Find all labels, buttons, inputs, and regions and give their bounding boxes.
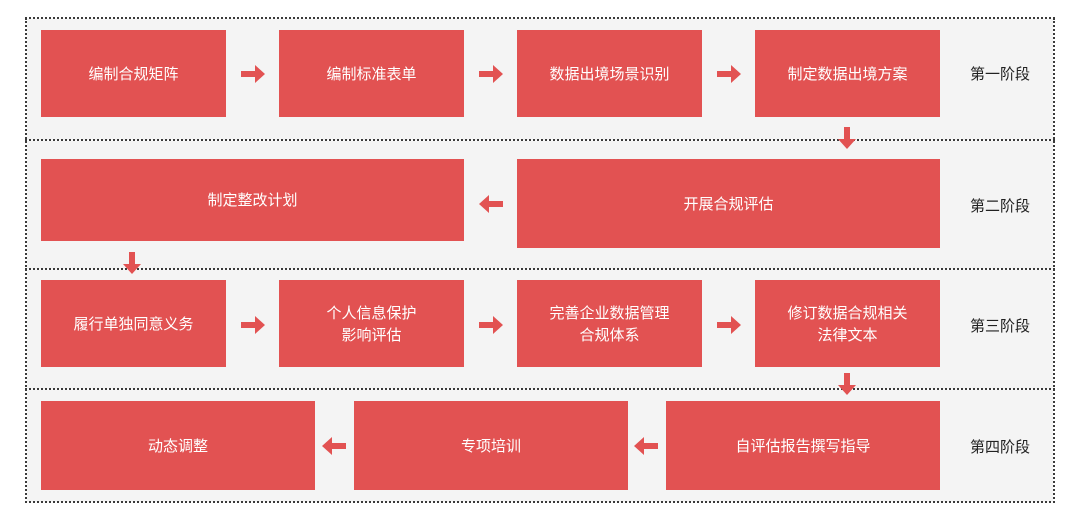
- divider-3: [25, 388, 1055, 390]
- arrow-right-icon: [717, 316, 741, 334]
- arrow-left-icon: [322, 437, 346, 455]
- divider-2: [25, 268, 1055, 270]
- arrow-right-icon: [717, 65, 741, 83]
- arrow-right-icon: [241, 65, 265, 83]
- step-dynamic-adjustment: 动态调整: [41, 401, 315, 490]
- stage-label-3: 第三阶段: [969, 317, 1030, 335]
- step-pi-impact-assessment: 个人信息保护 影响评估: [279, 280, 464, 367]
- step-legal-texts: 修订数据合规相关 法律文本: [755, 280, 940, 367]
- step-compliance-matrix: 编制合规矩阵: [41, 30, 226, 117]
- arrow-right-icon: [479, 65, 503, 83]
- step-separate-consent: 履行单独同意义务: [41, 280, 226, 367]
- arrow-down-icon: [838, 127, 856, 149]
- arrow-left-icon: [479, 195, 503, 213]
- frame-top: [25, 17, 1055, 19]
- step-scenario-identification: 数据出境场景识别: [517, 30, 702, 117]
- stage-label-1: 第一阶段: [969, 65, 1030, 83]
- arrow-left-icon: [634, 437, 658, 455]
- arrow-right-icon: [241, 316, 265, 334]
- divider-1: [25, 139, 1055, 141]
- stage-label-4: 第四阶段: [969, 438, 1030, 456]
- stage-label-2: 第二阶段: [969, 197, 1030, 215]
- step-export-plan: 制定数据出境方案: [755, 30, 940, 117]
- arrow-down-icon: [838, 373, 856, 395]
- step-data-management-system: 完善企业数据管理 合规体系: [517, 280, 702, 367]
- step-rectification-plan: 制定整改计划: [41, 159, 464, 241]
- step-special-training: 专项培训: [354, 401, 628, 490]
- step-compliance-assessment: 开展合规评估: [517, 159, 940, 248]
- step-standard-forms: 编制标准表单: [279, 30, 464, 117]
- arrow-down-icon: [123, 252, 141, 274]
- diagram-frame: [25, 18, 1055, 503]
- frame-bottom: [25, 501, 1055, 503]
- step-self-assessment-guidance: 自评估报告撰写指导: [666, 401, 940, 490]
- arrow-right-icon: [479, 316, 503, 334]
